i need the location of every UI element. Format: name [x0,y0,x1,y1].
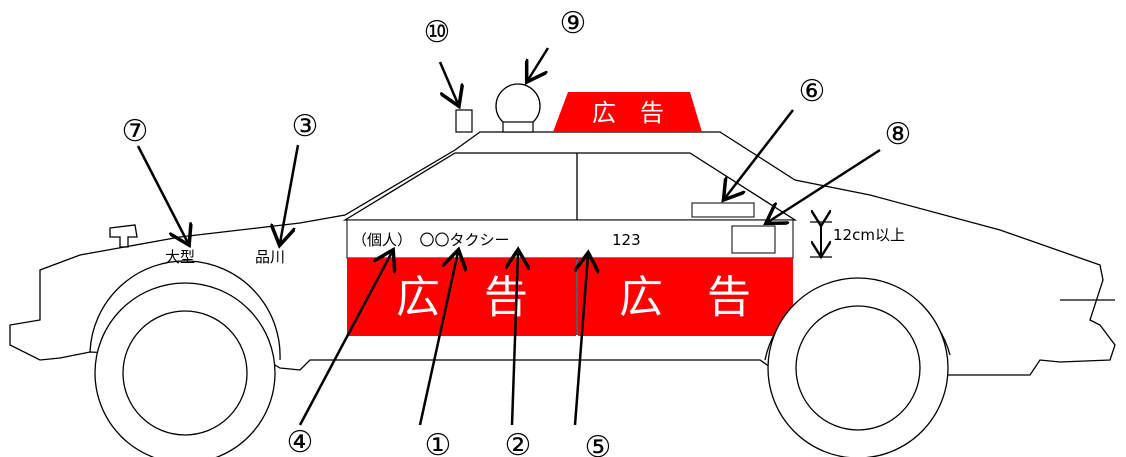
rear-door-ad-text: 広 告 [619,272,751,323]
arrow-6 [725,109,794,198]
rear-wheel-rim [795,305,921,431]
hood-region-text: 品川 [255,248,285,266]
arrow-8 [768,148,881,222]
marker-6: ⑥ [799,74,826,109]
square-mark [731,225,776,254]
roof-lamp-base [502,121,534,133]
arrow-3 [280,144,300,243]
roof-ad-sign [553,92,702,132]
marker-8: ⑧ [885,117,912,152]
arrow-10 [438,61,458,104]
door-number-text: 123 [612,231,641,249]
door-text-strip [346,219,794,259]
roof-ad-text: 広 告 [592,99,664,127]
height-note-text: 12cm以上 [833,226,905,244]
window-plate [691,202,755,218]
front-wheel-arch [89,260,281,361]
marker-10: ⑩ [424,15,451,50]
door-operator-text: （個人） 〇〇タクシー [352,231,510,249]
front-door-ad-text: 広 告 [396,272,528,323]
arrow-4 [298,252,392,426]
marker-5: ⑤ [585,430,612,457]
arrow-7 [136,145,188,243]
arrow-9 [528,47,550,80]
arrow-5 [573,255,588,426]
front-wheel-rim [122,310,248,436]
marker-2: ② [505,428,532,457]
marker-3: ③ [292,109,319,144]
marker-1: ① [425,428,452,457]
marker-9: ⑨ [560,6,587,41]
arrow-1 [418,252,458,426]
arrow-2 [512,252,518,426]
marker-7: ⑦ [122,114,149,149]
rear-door-ad-panel [578,258,793,336]
roof-small-light [455,109,473,133]
hood-class-text: 大型 [165,248,195,266]
marker-4: ④ [287,425,314,457]
side-mirror [109,224,138,248]
